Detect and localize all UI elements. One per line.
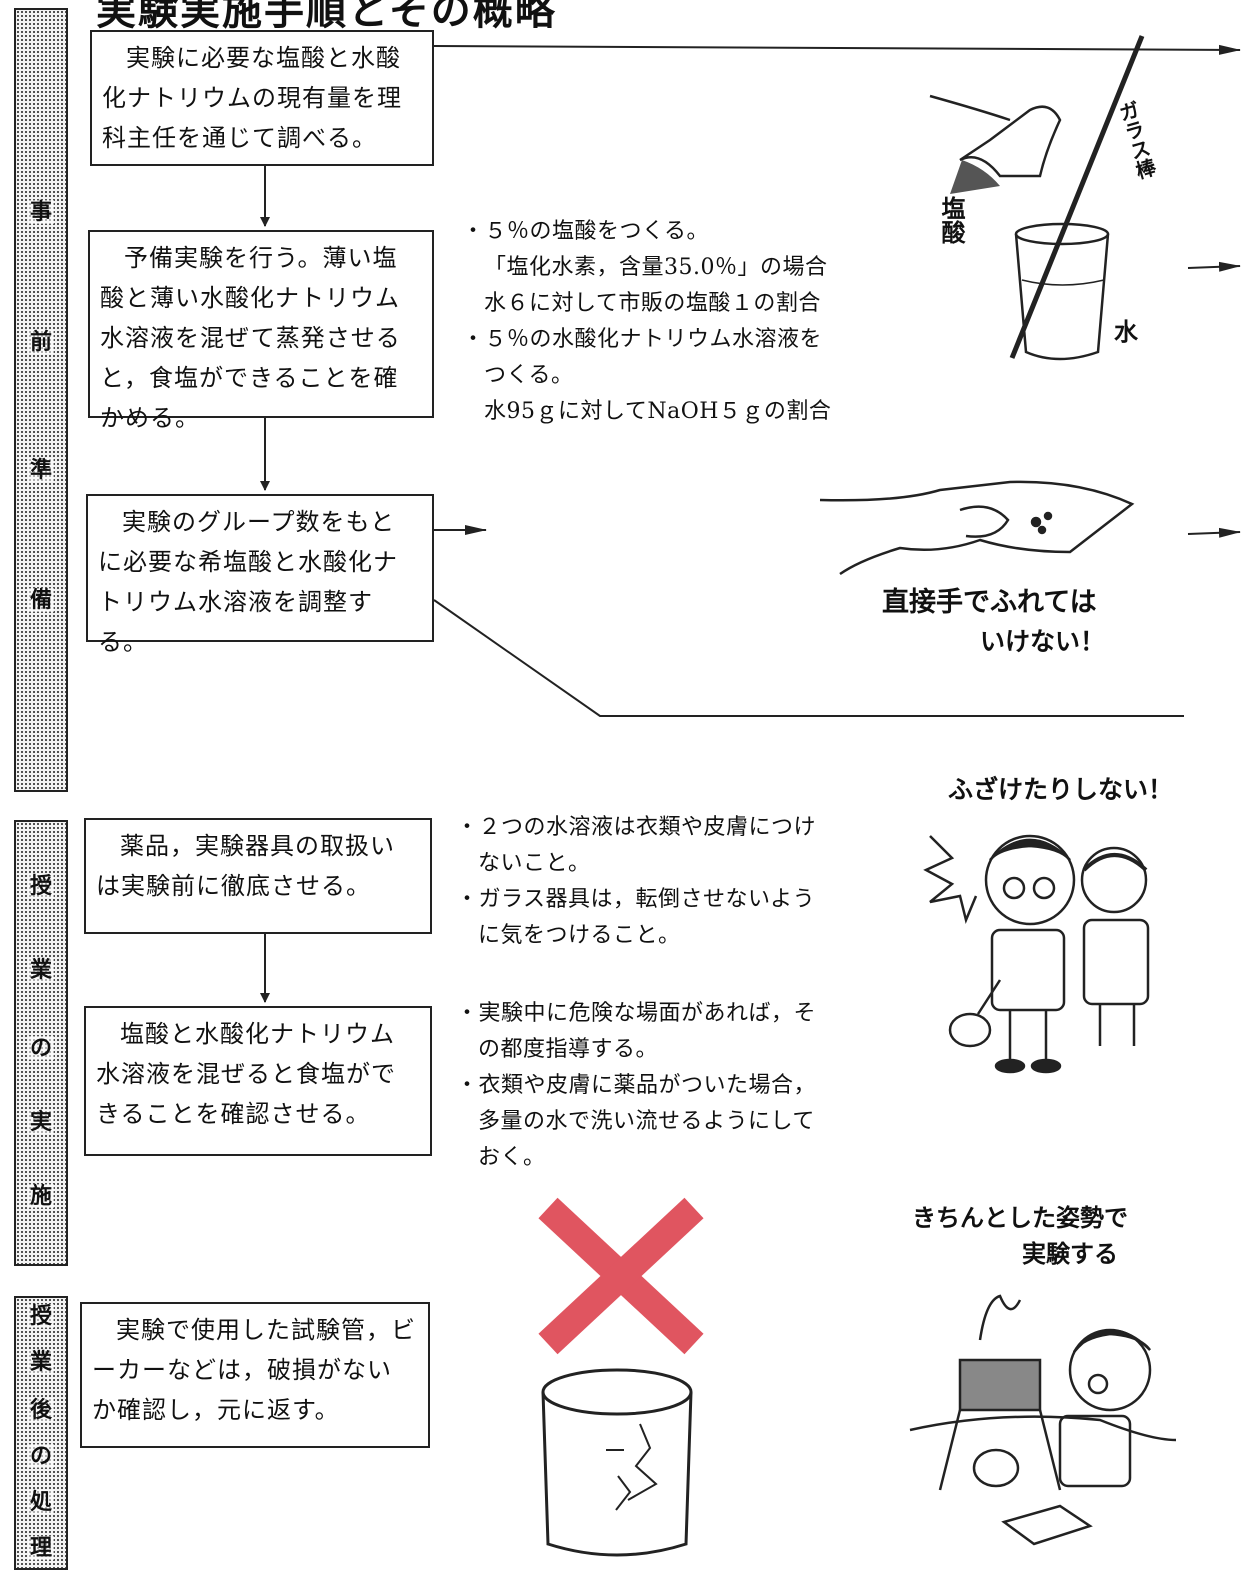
step-box-confirm-salt: 塩酸と水酸化ナトリウム水溶液を混ぜると食塩ができることを確認させる。 xyxy=(84,1006,432,1156)
note-line: ・ガラス器具は，転倒させないよう xyxy=(456,887,816,912)
step-box-prepare-solutions: 実験のグループ数をもとに必要な希塩酸と水酸化ナトリウム水溶液を調整する。 xyxy=(86,494,434,656)
note-line: ・実験中に危険な場面があれば，そ xyxy=(456,1001,817,1026)
note-line: ・２つの水溶液は衣類や皮膚につけ xyxy=(456,815,817,840)
note-line: の都度指導する。 xyxy=(478,1037,659,1062)
phase-char: 授 xyxy=(27,873,55,899)
phase-char: 処 xyxy=(27,1489,55,1515)
step-box-handling-rules: 薬品，実験器具の取扱いは実験前に徹底させる。 xyxy=(84,818,432,934)
phase-band-prep: 事 前 準 備 xyxy=(14,8,68,792)
label-no-touch-1: 直接手でふれては xyxy=(882,587,1097,618)
note-line: 水95ｇに対してNaOH５ｇの割合 xyxy=(484,399,832,424)
phase-char: 業 xyxy=(27,1349,55,1375)
step-box-check-stock: 実験に必要な塩酸と水酸化ナトリウムの現有量を理科主任を通じて調べる。 xyxy=(90,30,434,166)
kids-fooling-illustration xyxy=(923,834,1150,1074)
note-danger: ・実験中に危険な場面があれば，そ の都度指導する。 ・衣類や皮膚に薬品がついた場… xyxy=(456,996,816,1176)
note-line: に気をつけること。 xyxy=(478,923,681,948)
phase-char: 前 xyxy=(27,329,55,355)
note-line: おく。 xyxy=(478,1145,546,1170)
right-arrow xyxy=(1187,261,1241,272)
note-line: 水６に対して市販の塩酸１の割合 xyxy=(484,291,821,316)
label-no-fooling: ふざけたりしない！ xyxy=(948,775,1174,804)
phase-band-after: 授 業 後 の 処 理 xyxy=(14,1296,68,1570)
right-arrow xyxy=(1187,527,1241,538)
kid-at-burner-illustration xyxy=(909,1294,1177,1546)
beaker-glass-rod-illustration xyxy=(929,35,1145,361)
phase-char: の xyxy=(27,1443,55,1469)
label-posture-1: きちんとした姿勢で xyxy=(912,1204,1128,1232)
note-line: ・５％の塩酸をつくる。 xyxy=(462,219,710,244)
step-box-preliminary-experiment: 予備実験を行う。薄い塩酸と薄い水酸化ナトリウム水溶液を混ぜて蒸発させると，食塩が… xyxy=(88,230,434,432)
connector-line xyxy=(433,599,1184,717)
note-line: つくる。 xyxy=(484,363,574,388)
phase-char: 実 xyxy=(27,1109,55,1135)
right-arrow xyxy=(433,44,1241,55)
cracked-beaker-illustration xyxy=(541,1368,693,1557)
label-posture-2: 実験する xyxy=(1022,1240,1118,1268)
note-clothes-glass: ・２つの水溶液は衣類や皮膚につけ ないこと。 ・ガラス器具は，転倒させないよう … xyxy=(456,810,816,954)
note-line: ないこと。 xyxy=(478,851,591,876)
phase-char: 施 xyxy=(27,1183,55,1209)
hand-touching-sheet-illustration xyxy=(819,480,1135,576)
note-line: ・衣類や皮膚に薬品がついた場合， xyxy=(456,1073,817,1098)
label-no-touch-2: いけない！ xyxy=(980,627,1106,656)
phase-char: 備 xyxy=(27,587,55,613)
note-line: 多量の水で洗い流せるようにして xyxy=(478,1109,815,1134)
phase-char: の xyxy=(27,1035,55,1061)
label-hcl: 塩酸 xyxy=(937,196,965,244)
phase-band-class: 授 業 の 実 施 xyxy=(14,820,68,1266)
phase-char: 授 xyxy=(27,1303,55,1329)
note-line: 「塩化水素，含量35.0％」の場合 xyxy=(484,255,828,280)
label-water: 水 xyxy=(1114,318,1138,346)
prohibited-cross-mark xyxy=(538,1197,704,1355)
page-title: 実験実施手順とその概略 xyxy=(96,0,557,34)
phase-char: 準 xyxy=(27,457,55,483)
step-box-return-equipment: 実験で使用した試験管，ビーカーなどは，破損がないか確認し，元に返す。 xyxy=(80,1302,430,1448)
phase-char: 業 xyxy=(27,957,55,983)
note-prep: ・５％の塩酸をつくる。 「塩化水素，含量35.0％」の場合 水６に対して市販の塩… xyxy=(462,214,831,430)
phase-char: 後 xyxy=(27,1397,55,1423)
phase-char: 事 xyxy=(27,199,55,225)
note-line: ・５％の水酸化ナトリウム水溶液を xyxy=(462,327,823,352)
phase-char: 理 xyxy=(27,1535,55,1561)
